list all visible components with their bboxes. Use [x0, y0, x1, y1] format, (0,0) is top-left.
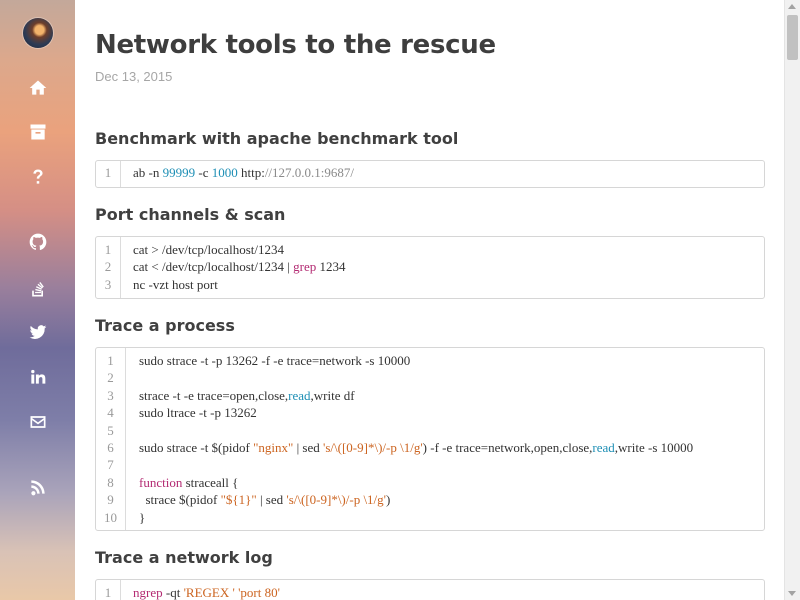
line-number: 9	[107, 492, 114, 508]
code-token: ngrep	[133, 585, 163, 600]
line-number: 2	[107, 370, 114, 386]
code-token: "nginx"	[253, 440, 294, 455]
code-token: strace $(pidof	[139, 492, 221, 508]
code-token: 1234	[316, 259, 346, 275]
code-token: "${1}"	[220, 492, 257, 508]
code-token: grep	[293, 259, 317, 275]
code-token: ) -f -e trace=network,open,close,	[422, 440, 593, 455]
line-number: 7	[107, 457, 114, 473]
section-heading-trace-network: Trace a network log	[95, 548, 273, 567]
linkedin-icon[interactable]	[26, 365, 50, 389]
code-token: read	[288, 387, 311, 403]
line-number: 3	[107, 387, 114, 403]
code-line: cat < /dev/tcp/localhost/1234 | grep 123…	[133, 259, 345, 275]
code-token: sudo ltrace -t -p 13262	[139, 405, 257, 421]
code-token: -c	[195, 165, 212, 180]
code-token: //127.0.0.1:9687/	[264, 165, 355, 180]
line-number: 2	[104, 259, 112, 275]
post-content: Network tools to the rescue Dec 13, 2015…	[75, 0, 785, 600]
post-date: Dec 13, 2015	[95, 69, 173, 84]
code-line: sudo ltrace -t -p 13262	[139, 405, 257, 421]
code-token: sudo strace -t -p 13262 -f -e trace=netw…	[139, 353, 411, 368]
code-token: strace -t -e trace=open,close,	[139, 387, 289, 403]
line-number: 8	[107, 474, 114, 490]
scroll-up-arrow-icon[interactable]	[788, 4, 796, 9]
stackoverflow-icon[interactable]	[26, 277, 50, 301]
code-token: 'REGEX '	[183, 585, 235, 600]
line-number: 6	[107, 440, 114, 455]
line-number: 1	[107, 353, 114, 368]
code-token: sudo strace -t $(pidof	[139, 440, 254, 455]
code-token: cat > /dev/tcp/localhost/1234	[133, 242, 285, 257]
mail-icon[interactable]	[26, 410, 50, 434]
line-number: 1	[104, 242, 112, 257]
code-line: function straceall {	[139, 475, 238, 491]
code-token: 's/\([0-9]*\)/-p \1/g'	[323, 440, 423, 455]
post-title: Network tools to the rescue	[95, 30, 496, 60]
code-line: sudo strace -t $(pidof "nginx" | sed 's/…	[139, 440, 693, 456]
code-token: nc -vzt host port	[133, 276, 218, 292]
code-token: function	[139, 474, 183, 490]
code-token: cat < /dev/tcp/localhost/1234 |	[133, 259, 294, 275]
line-number-gutter	[96, 161, 121, 187]
code-line: cat > /dev/tcp/localhost/1234	[133, 242, 284, 258]
scrollbar-thumb[interactable]	[787, 15, 798, 60]
code-token: }	[139, 509, 146, 525]
line-number-gutter	[96, 348, 126, 530]
code-token: -qt	[162, 585, 184, 600]
code-block-trace-process: 1 sudo strace -t -p 13262 -f -e trace=net…	[95, 347, 765, 531]
question-icon[interactable]	[26, 165, 50, 189]
code-token: http:	[237, 165, 265, 180]
line-number: 4	[107, 405, 114, 421]
code-token: | sed	[256, 492, 287, 508]
code-token: ,write -s 10000	[614, 440, 694, 455]
section-heading-benchmark: Benchmark with apache benchmark tool	[95, 129, 459, 148]
code-token: 99999	[162, 165, 196, 180]
avatar[interactable]	[23, 18, 53, 48]
line-number-gutter	[96, 237, 121, 298]
code-line: strace $(pidof "${1}" | sed 's/\([0-9]*\…	[139, 492, 391, 508]
twitter-icon[interactable]	[26, 320, 50, 344]
code-block-trace-network: 1 ngrep -qt 'REGEX ' 'port 80'	[95, 579, 765, 600]
section-heading-trace-process: Trace a process	[95, 316, 235, 335]
rss-icon[interactable]	[26, 475, 50, 499]
line-number: 5	[107, 422, 114, 438]
code-block-benchmark: 1 ab -n 99999 -c 1000 http://127.0.0.1:96…	[95, 160, 765, 188]
code-token: read	[592, 440, 615, 455]
vertical-scrollbar[interactable]	[784, 0, 800, 600]
code-token: 'port 80'	[238, 585, 280, 600]
code-token: straceall {	[182, 474, 239, 490]
section-heading-port-scan: Port channels & scan	[95, 205, 286, 224]
archive-icon[interactable]	[26, 120, 50, 144]
code-token: 1000	[211, 165, 238, 180]
code-block-port-scan: 1 cat > /dev/tcp/localhost/1234 2 cat < /de…	[95, 236, 765, 299]
code-line: nc -vzt host port	[133, 277, 218, 293]
code-token: 's/\([0-9]*\)/-p \1/g'	[286, 492, 387, 508]
code-line: ab -n 99999 -c 1000 http://127.0.0.1:968…	[133, 165, 354, 181]
code-token: | sed	[293, 440, 324, 455]
line-number: 10	[104, 509, 117, 525]
code-line: strace -t -e trace=open,close,read,write…	[139, 388, 355, 404]
code-token: ,write df	[310, 387, 355, 403]
line-number-gutter	[96, 580, 121, 600]
code-line: ngrep -qt 'REGEX ' 'port 80'	[133, 585, 280, 600]
scroll-down-arrow-icon[interactable]	[788, 591, 796, 596]
code-line: sudo strace -t -p 13262 -f -e trace=netw…	[139, 353, 410, 369]
line-number: 1	[104, 585, 112, 600]
github-icon[interactable]	[26, 230, 50, 254]
home-icon[interactable]	[26, 76, 50, 100]
line-number: 1	[104, 165, 112, 180]
line-number: 3	[104, 276, 112, 292]
code-token: ab -n	[133, 165, 163, 180]
code-line: }	[139, 510, 145, 526]
sidebar	[0, 0, 75, 600]
code-token: )	[386, 492, 391, 508]
